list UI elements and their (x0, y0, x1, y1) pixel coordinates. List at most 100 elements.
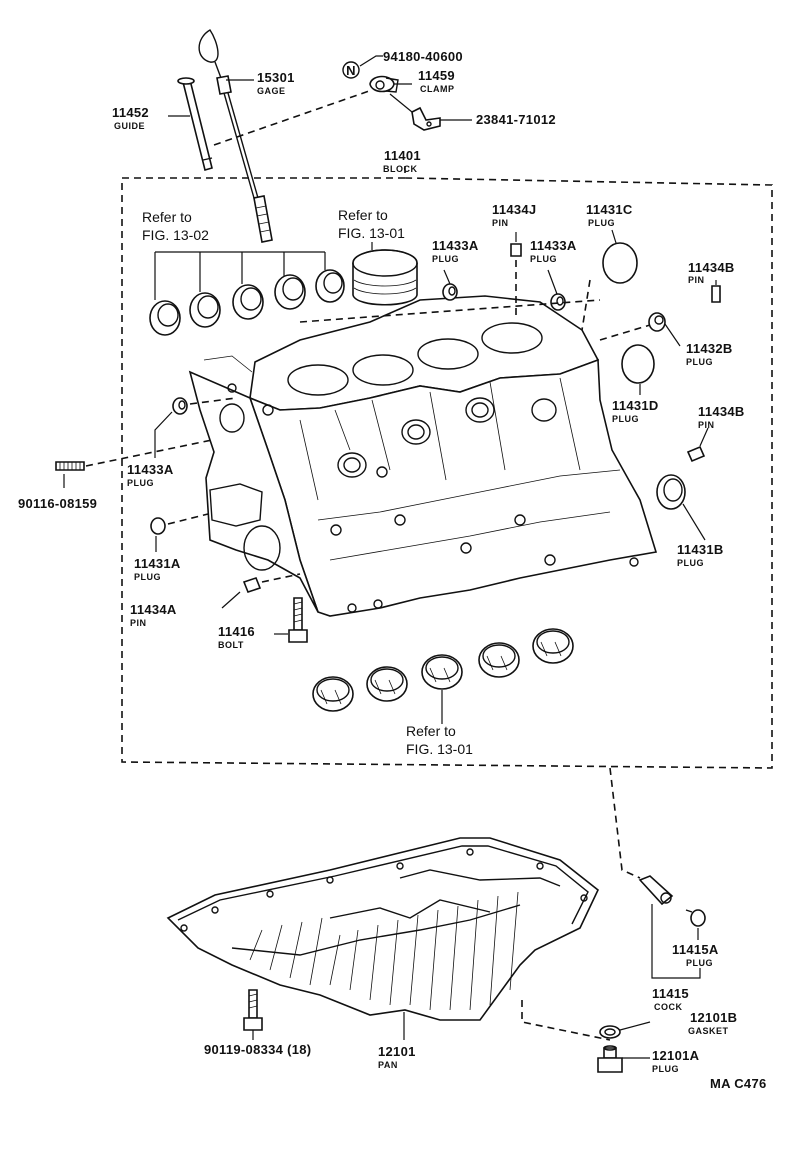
ref-c-line1: Refer to (406, 723, 456, 739)
block-assembly-boundary (121, 166, 773, 769)
label-11434b-2: 11434B (698, 404, 745, 419)
label-11433a-2: 11433A (530, 238, 577, 253)
label-11434a: 11434A (130, 602, 177, 617)
label-90116: 90116-08159 (18, 496, 97, 511)
locator-11434a (261, 573, 301, 583)
new-part-marker: N (342, 61, 360, 79)
label-11452: 11452 (112, 105, 149, 120)
leader-12101b (619, 1021, 651, 1031)
plug-11431a-drawing (150, 517, 166, 535)
label-11434b-1: 11434B (688, 260, 735, 275)
ref-a-line1: Refer to (142, 209, 192, 225)
label-11434j: 11434J (492, 202, 536, 217)
plug-11432b-drawing (648, 312, 666, 332)
plug-11415a-drawing (685, 909, 706, 927)
cock-11415-drawing (638, 875, 674, 906)
plug-11433a-left-drawing (442, 283, 458, 301)
gage-dipstick-drawing (198, 29, 273, 243)
label-11431c: 11431C (586, 202, 633, 217)
name-11415a: PLUG (686, 958, 713, 968)
locator-11432b (599, 324, 651, 341)
leader-11433a-lower (154, 411, 173, 458)
ref-b-line2: FIG. 13-01 (338, 225, 405, 241)
locator-90116 (85, 439, 213, 467)
name-12101: PAN (378, 1060, 398, 1070)
name-11401: BLOCK (383, 164, 418, 174)
name-11433a-3: PLUG (127, 478, 154, 488)
label-15301: 15301 (257, 70, 295, 85)
leader-94180 (359, 55, 383, 67)
locator-plugs-upper (299, 299, 601, 323)
bolt-90119-drawing (243, 989, 263, 1031)
stud-90116-drawing (55, 461, 85, 471)
label-12101a: 12101A (652, 1048, 700, 1063)
name-11434j: PIN (492, 218, 509, 228)
plug-12101a-drawing (597, 1045, 623, 1073)
bolt-11416-drawing (288, 597, 308, 643)
upper-bearing-shells-drawing (149, 269, 345, 336)
name-11433a-1: PLUG (432, 254, 459, 264)
name-12101a: PLUG (652, 1064, 679, 1074)
guide-tube-drawing (177, 77, 213, 171)
label-12101: 12101 (378, 1044, 416, 1059)
pin-11434a-drawing (242, 577, 262, 593)
label-23841: 23841-71012 (476, 112, 556, 127)
plug-11431d-drawing (621, 344, 655, 384)
plug-11431b-drawing (656, 474, 686, 510)
clamp-drawing (369, 75, 399, 93)
pin-11434j-drawing (510, 243, 522, 257)
name-11416: BOLT (218, 640, 244, 650)
name-11431b: PLUG (677, 558, 704, 568)
name-11433a-2: PLUG (530, 254, 557, 264)
pin-11434b-right-drawing (686, 445, 706, 463)
leader-ref-a (154, 251, 326, 300)
name-11432b: PLUG (686, 357, 713, 367)
name-11431a: PLUG (134, 572, 161, 582)
lower-bearing-shells-drawing (312, 628, 574, 712)
leader-11433a-upper (443, 269, 558, 295)
name-11431c: PLUG (588, 218, 615, 228)
pin-11434b-upper-drawing (711, 285, 721, 303)
locator-11431a (167, 513, 209, 525)
leader-11434a (221, 591, 241, 609)
ref-a-line2: FIG. 13-02 (142, 227, 209, 243)
locator-drain (521, 1000, 611, 1041)
label-11415: 11415 (652, 986, 689, 1001)
diagram-code: MA C476 (710, 1076, 767, 1091)
label-11401: 11401 (384, 148, 421, 163)
ref-c-line2: FIG. 13-01 (406, 741, 473, 757)
plug-11433a-lower-drawing (172, 397, 188, 415)
locator-11433a-lower (189, 397, 237, 405)
clamp-mount-line (213, 89, 373, 146)
name-11434a: PIN (130, 618, 147, 628)
label-12101b: 12101B (690, 1010, 737, 1025)
name-11415: COCK (654, 1002, 683, 1012)
label-11416: 11416 (218, 624, 255, 639)
ref-b-line1: Refer to (338, 207, 388, 223)
label-11431a: 11431A (134, 556, 181, 571)
name-11452: GUIDE (114, 121, 145, 131)
gasket-12101b-drawing (599, 1025, 621, 1039)
label-11431d: 11431D (612, 398, 659, 413)
leader-23841 (389, 93, 472, 121)
name-11459: CLAMP (420, 84, 455, 94)
oil-pan-drawing (166, 837, 599, 1021)
label-11415a: 11415A (672, 942, 719, 957)
label-11459: 11459 (418, 68, 455, 83)
name-12101b: GASKET (688, 1026, 729, 1036)
name-11434b-2: PIN (698, 420, 715, 430)
label-11433a-1: 11433A (432, 238, 479, 253)
plug-11431c-drawing (602, 242, 638, 284)
cylinder-block-drawing (188, 295, 658, 617)
piston-drawing (352, 249, 418, 306)
label-94180: 94180-40600 (383, 49, 463, 64)
leader-11434b-right (699, 427, 709, 447)
leader-11431b (682, 503, 706, 541)
new-part-marker-letter: N (346, 63, 356, 78)
bracket-drawing (411, 106, 441, 131)
label-11433a-3: 11433A (127, 462, 174, 477)
label-11431b: 11431B (677, 542, 724, 557)
plug-11433a-right-drawing (550, 293, 566, 311)
name-15301: GAGE (257, 86, 286, 96)
